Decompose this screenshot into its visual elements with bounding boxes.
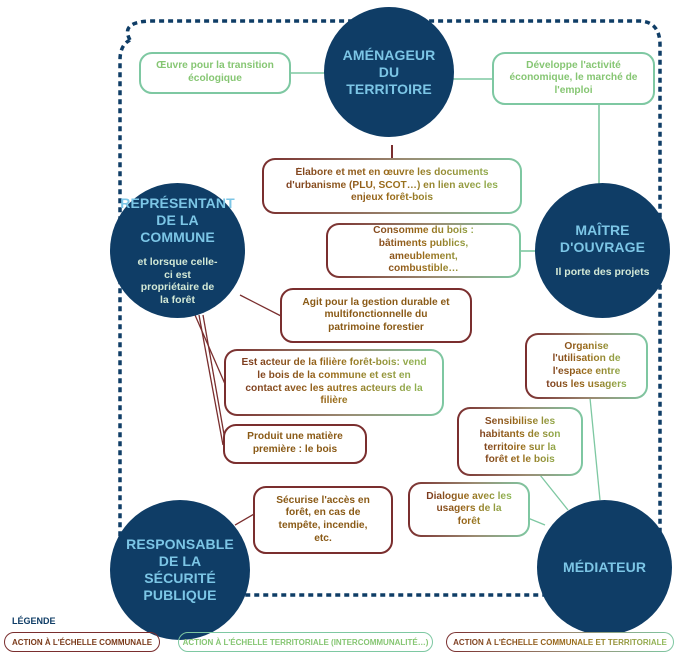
role-representant: REPRÉSENTANT DE LA COMMUNE et lorsque ce… <box>110 183 245 318</box>
action-filiere: Est acteur de la filière forêt-bois: ven… <box>224 349 444 416</box>
connector-securise <box>234 513 255 526</box>
action-consomme: Consomme du bois : bâtiments publics, am… <box>326 223 521 278</box>
connector-organise <box>589 397 601 501</box>
role-mediateur: MÉDIATEUR <box>537 500 672 635</box>
connector-filiere <box>194 314 226 385</box>
connector-dialogue <box>517 513 546 526</box>
action-securise: Sécurise l'accès en forêt, en cas de tem… <box>253 486 393 554</box>
legend-item-communal: ACTION À L'ÉCHELLE COMMUNALE <box>4 632 160 652</box>
action-sensibilise: Sensibilise les habitants de son territo… <box>457 407 583 476</box>
legend-item-territorial: ACTION À L'ÉCHELLE TERRITORIALE (INTERCO… <box>178 632 433 652</box>
action-matiere: Produit une matière première : le bois <box>223 424 367 464</box>
action-transition: Œuvre pour la transition écologique <box>139 52 291 94</box>
action-activite: Développe l'activité économique, le marc… <box>492 52 655 105</box>
legend-item-communal-territorial: ACTION À L'ÉCHELLE COMMUNALE ET TERRITOR… <box>446 632 674 652</box>
role-amenageur: AMÉNAGEUR DU TERRITOIRE <box>324 7 454 137</box>
territory-frame <box>118 19 662 597</box>
connector-matiere-2 <box>202 314 226 441</box>
action-dialogue: Dialogue avec les usagers de la forêt <box>408 482 530 537</box>
role-maitre: MAÎTRE D'OUVRAGE Il porte des projets <box>535 183 670 318</box>
connector-matiere <box>198 314 224 446</box>
role-responsable: RESPONSABLE DE LA SÉCURITÉ PUBLIQUE <box>110 500 250 640</box>
action-urbanisme: Élabore et met en œuvre les documents d'… <box>262 158 522 214</box>
action-gestion: Agit pour la gestion durable et multifon… <box>280 288 472 343</box>
connector-gestion <box>239 294 282 317</box>
action-organise: Organise l'utilisation de l'espace entre… <box>525 333 648 399</box>
connector-sensibilise <box>539 474 569 511</box>
legend-title: LÉGENDE <box>12 616 56 626</box>
